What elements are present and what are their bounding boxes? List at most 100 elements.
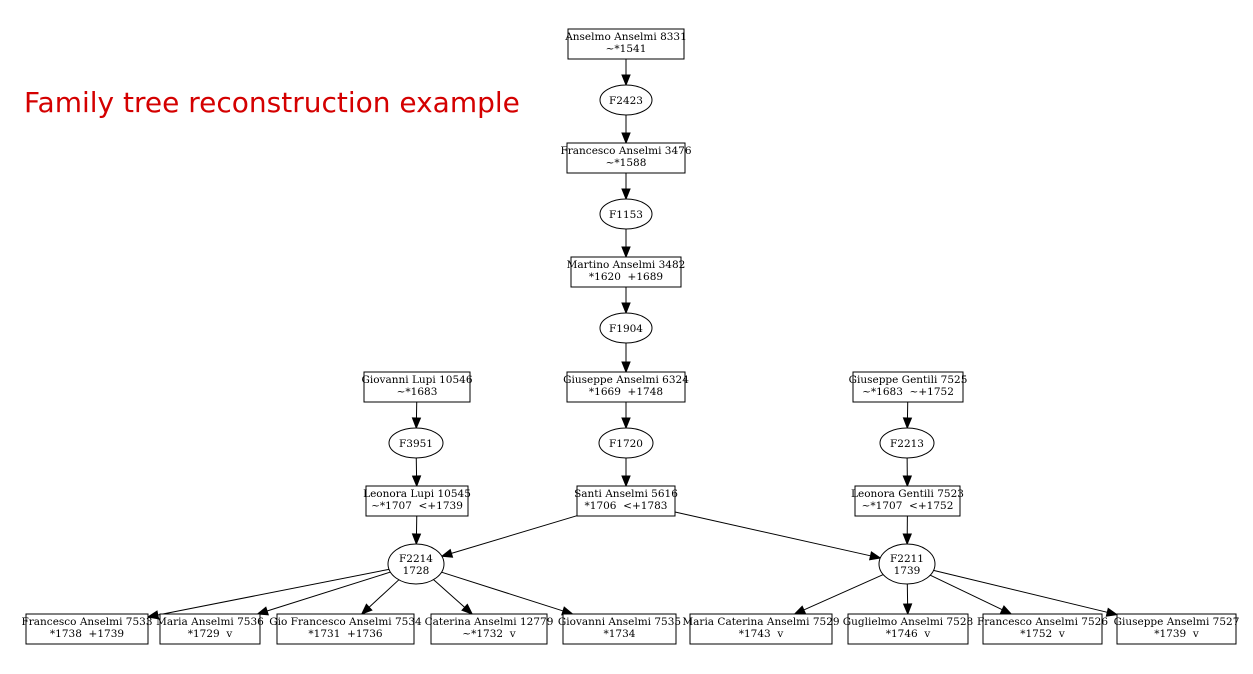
person-box: [847, 613, 969, 645]
edge-p3482-F1904: [621, 287, 631, 315]
family-label: F3951: [399, 438, 433, 450]
edge-p10546-F3951: [411, 401, 422, 430]
edge-line: [930, 574, 1003, 611]
arrowhead: [621, 132, 631, 145]
person-dates: *1729 v: [188, 628, 233, 640]
family-ellipse: [599, 198, 653, 230]
family-node-F2213: F2213: [879, 427, 935, 459]
edge-p5616-F2211: [674, 511, 882, 561]
person-name: Guglielmo Anselmi 7528: [843, 616, 973, 628]
person-node-p7528: Guglielmo Anselmi 7528*1746 v: [843, 613, 973, 645]
person-node-p12779: Caterina Anselmi 12779~*1732 v: [425, 613, 553, 645]
family-node-F1153: F1153: [599, 198, 653, 230]
edge-p8331-F2423: [621, 59, 631, 87]
person-dates: *1734: [604, 628, 636, 640]
person-name: Giovanni Anselmi 7535: [558, 616, 681, 628]
edge-line: [674, 511, 871, 557]
person-box: [365, 485, 469, 517]
family-label: F2211: [890, 553, 924, 565]
person-dates: ~*1707 <+1752: [862, 500, 954, 512]
arrowhead: [621, 475, 631, 488]
arrowhead: [902, 533, 912, 546]
person-node-p8331: Anselmo Anselmi 8331~*1541: [564, 28, 687, 60]
family-label: F2423: [609, 95, 643, 107]
edge-F2214-p7533: [146, 568, 390, 620]
person-box: [566, 371, 686, 403]
person-dates: ~*1683 ~+1752: [862, 386, 954, 398]
edge-p6324-F1720: [621, 402, 631, 430]
person-name: Francesco Anselmi 3476: [560, 145, 691, 157]
person-dates: *1706 <+1783: [585, 500, 668, 512]
edge-F2423-p3476: [621, 115, 631, 145]
person-name: Leonora Gentili 7523: [851, 488, 964, 500]
person-box: [854, 485, 961, 517]
family-label: F2214: [399, 553, 433, 565]
edge-p7523-F2211: [902, 515, 912, 546]
person-node-p10545: Leonora Lupi 10545~*1707 <+1739: [363, 485, 471, 517]
edge-line: [433, 579, 466, 608]
person-dates: *1669 +1748: [589, 386, 663, 398]
person-name: Leonora Lupi 10545: [363, 488, 471, 500]
person-box: [567, 28, 685, 60]
arrowhead: [360, 603, 373, 615]
edges-layer: [146, 59, 1119, 620]
person-box: [276, 613, 415, 645]
person-node-p10546: Giovanni Lupi 10546~*1683: [361, 371, 473, 403]
arrowhead: [146, 610, 160, 620]
edge-F2214-p7535: [441, 571, 574, 616]
person-name: Martino Anselmi 3482: [567, 259, 686, 271]
arrowhead: [902, 417, 913, 430]
edge-line: [368, 579, 400, 608]
arrowhead: [793, 605, 807, 615]
person-dates: *1620 +1689: [589, 271, 663, 283]
family-ellipse: [599, 312, 653, 344]
person-node-p7523: Leonora Gentili 7523~*1707 <+1752: [851, 485, 964, 517]
arrowhead: [869, 551, 882, 561]
person-node-p7527: Giuseppe Anselmi 7527*1739 v: [1114, 613, 1239, 645]
arrowhead: [621, 188, 631, 201]
arrowhead: [621, 417, 631, 430]
arrowhead: [440, 548, 454, 558]
person-box: [689, 613, 833, 645]
arrowhead: [621, 74, 631, 87]
person-name: Giuseppe Anselmi 6324: [563, 374, 689, 386]
family-ellipse: [598, 427, 654, 459]
person-name: Gio Francesco Anselmi 7534: [269, 616, 422, 628]
person-box: [562, 613, 677, 645]
family-year: 1728: [403, 565, 430, 577]
person-dates: ~*1541: [606, 43, 647, 55]
arrowhead: [902, 603, 913, 616]
family-year: 1739: [894, 565, 921, 577]
person-box: [430, 613, 548, 645]
person-box: [576, 485, 676, 517]
edge-p10545-F2214: [411, 515, 422, 546]
arrowhead: [621, 302, 631, 315]
person-box: [25, 613, 149, 645]
family-ellipse: [599, 84, 653, 116]
arrowhead: [411, 475, 422, 488]
person-dates: ~*1683: [397, 386, 438, 398]
arrowhead: [461, 603, 474, 615]
diagram-caption: Family tree reconstruction example: [24, 86, 520, 119]
edge-F2211-p7529: [793, 574, 884, 615]
person-dates: *1746 v: [886, 628, 931, 640]
person-name: Francesco Anselmi 7533: [21, 616, 152, 628]
person-node-p7526: Francesco Anselmi 7526*1752 v: [977, 613, 1108, 645]
person-node-p6324: Giuseppe Anselmi 6324*1669 +1748: [563, 371, 689, 403]
edge-F2214-p7536: [256, 571, 391, 616]
person-name: Giuseppe Gentili 7525: [849, 374, 968, 386]
person-box: [1116, 613, 1237, 645]
person-box: [566, 142, 686, 174]
person-name: Santi Anselmi 5616: [574, 488, 678, 500]
arrowhead: [902, 475, 913, 488]
edge-F3951-p10545: [411, 457, 422, 488]
arrowhead: [621, 361, 631, 374]
edge-p3476-F1153: [621, 173, 631, 201]
edge-line: [441, 571, 564, 612]
arrowhead: [256, 606, 269, 616]
arrowhead: [621, 246, 631, 259]
family-node-F1720: F1720: [598, 427, 654, 459]
person-dates: ~*1588: [606, 157, 647, 169]
